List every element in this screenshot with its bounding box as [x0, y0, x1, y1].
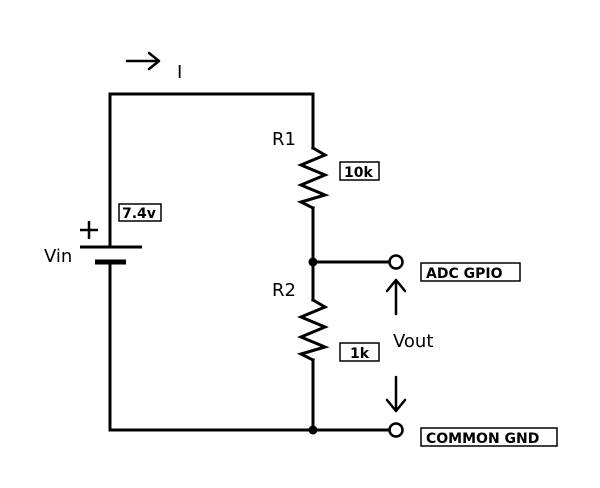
common-gnd-label: COMMON GND — [426, 431, 539, 447]
resistor-r2-icon — [296, 297, 330, 363]
adc-gpio-label: ADC GPIO — [426, 266, 503, 282]
common-gnd-box — [420, 427, 558, 447]
adc-terminal-icon — [388, 254, 404, 270]
vout-label: Vout — [393, 331, 433, 352]
resistor-r1-icon — [296, 145, 330, 211]
junction-dot-adc — [308, 257, 318, 267]
voltage-value: 7.4v — [122, 206, 156, 222]
r2-label: R2 — [272, 280, 296, 301]
circuit-wires — [108, 92, 391, 432]
current-arrow-icon — [125, 51, 161, 71]
r1-value: 10k — [344, 165, 373, 181]
r2-value-box — [339, 342, 380, 362]
gnd-terminal-icon — [388, 422, 404, 438]
r1-label: R1 — [272, 129, 296, 150]
junction-dot-gnd — [308, 425, 318, 435]
r2-value: 1k — [350, 346, 370, 362]
vout-up-arrow-icon — [385, 278, 407, 316]
adc-gpio-box — [420, 262, 521, 282]
r1-value-box — [339, 161, 380, 181]
source-label: Vin — [44, 246, 72, 267]
voltage-value-box — [118, 203, 162, 222]
current-label: I — [177, 62, 182, 83]
battery-icon — [80, 221, 142, 265]
vout-down-arrow-icon — [385, 375, 407, 413]
